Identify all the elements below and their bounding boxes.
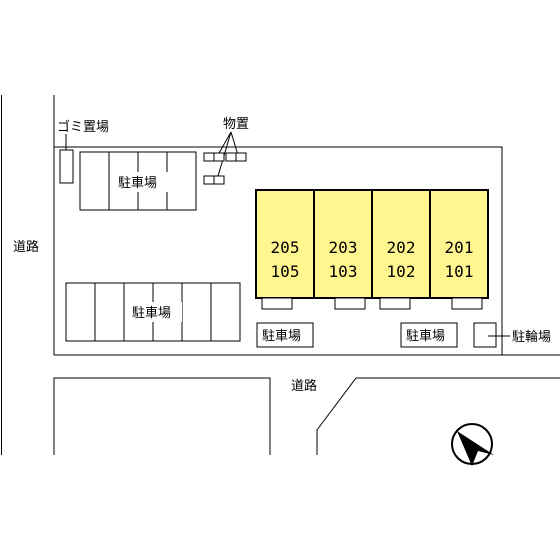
parking-lot-lower [65, 282, 241, 342]
unit-block-4 [429, 189, 489, 299]
storage-leader-2 [230, 131, 239, 156]
apartment-building [255, 189, 489, 310]
bicycle-parking-label: 駐輪場 [512, 329, 551, 345]
north-arrow-icon [451, 423, 494, 466]
unit-step-4 [451, 297, 483, 310]
storage-label: 物置 [223, 117, 249, 132]
unit-block-1 [255, 189, 315, 299]
unit-number-lower-3: 102 [387, 262, 416, 281]
garbage-area [59, 149, 74, 184]
unit-step-3 [379, 297, 411, 310]
neighbor-lot-southeast [316, 377, 560, 455]
parking-label-lower: 駐車場 [132, 306, 171, 321]
garbage-label: ゴミ置場 [57, 119, 109, 135]
unit-number-lower-2: 103 [329, 262, 358, 281]
unit-number-upper-3: 202 [387, 238, 416, 257]
storage-leader-1 [217, 131, 232, 156]
parking-space-east [400, 322, 458, 348]
road-label-west: 道路 [13, 239, 39, 255]
unit-number-upper-2: 203 [329, 238, 358, 257]
storage-units [203, 152, 247, 185]
unit-number-upper-1: 205 [271, 238, 300, 257]
road-label-south: 道路 [291, 378, 317, 394]
unit-number-upper-4: 201 [445, 238, 474, 257]
parking-label-center: 駐車場 [262, 329, 301, 344]
bicycle-parking-area [473, 322, 497, 348]
unit-number-lower-4: 101 [445, 262, 474, 281]
unit-step-1 [261, 297, 293, 310]
neighbor-lot-southwest [53, 377, 271, 455]
parking-space-center [256, 322, 314, 348]
unit-number-lower-1: 105 [271, 262, 300, 281]
parking-lot-upper [79, 151, 197, 211]
unit-step-2 [334, 297, 366, 310]
parking-label-east: 駐車場 [406, 329, 445, 344]
parking-label-upper: 駐車場 [118, 176, 157, 191]
